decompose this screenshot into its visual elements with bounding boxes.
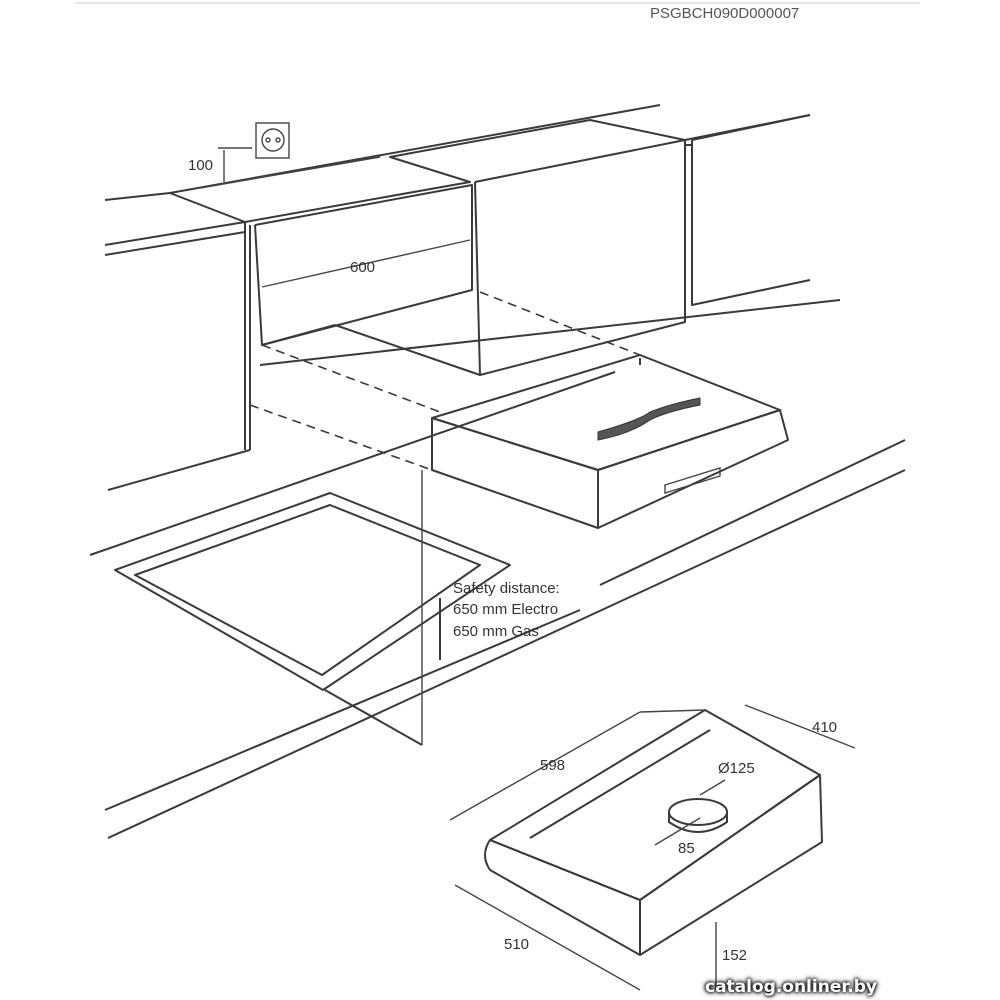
safety-distance-gas: 650 mm Gas (453, 623, 539, 640)
cabinet-width-dimension (261, 239, 471, 288)
wall-cabinets (104, 104, 841, 491)
hood-installed (431, 354, 789, 529)
socket-height-label: 100 (188, 157, 213, 174)
duct-diameter-label: Ø125 (718, 760, 755, 777)
hood-height-label: 152 (722, 947, 747, 964)
hood-width-label: 598 (540, 757, 565, 774)
hood-depth-label: 410 (812, 719, 837, 736)
watermark: catalog.onliner.by (705, 977, 878, 997)
hood-bottom-depth-label: 510 (504, 936, 529, 953)
document-code: PSGBCH090D000007 (650, 5, 799, 22)
hood-dimension-drawing (449, 704, 856, 991)
safety-distance-electro: 650 mm Electro (453, 601, 558, 618)
power-socket (199, 122, 381, 189)
worktop-and-hob (89, 371, 906, 839)
projection-lines (249, 291, 641, 471)
duct-offset-label: 85 (678, 840, 695, 857)
cabinet-width-label: 600 (350, 259, 375, 276)
safety-distance-title: Safety distance: (453, 580, 560, 597)
